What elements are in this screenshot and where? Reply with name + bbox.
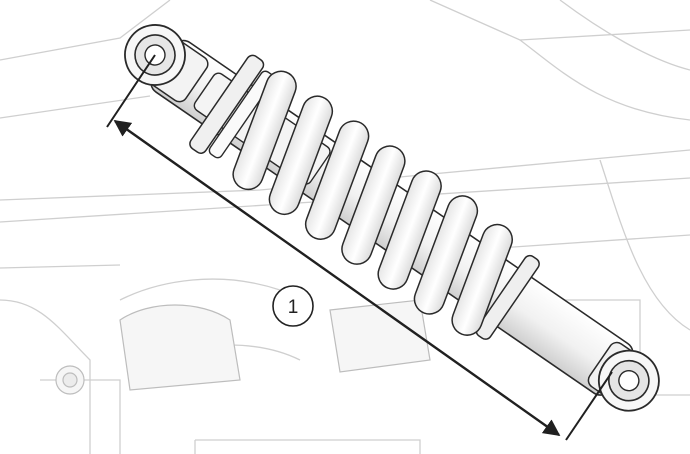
shock-length-dimension	[106, 54, 613, 441]
callout-label: 1	[288, 297, 299, 318]
lower-eyelet	[587, 341, 660, 412]
extension-line-upper	[106, 54, 156, 128]
callout-circle	[272, 285, 314, 327]
callout-1: 1	[272, 285, 314, 327]
extension-line-lower	[565, 371, 613, 441]
dimension-arrow	[113, 120, 561, 436]
